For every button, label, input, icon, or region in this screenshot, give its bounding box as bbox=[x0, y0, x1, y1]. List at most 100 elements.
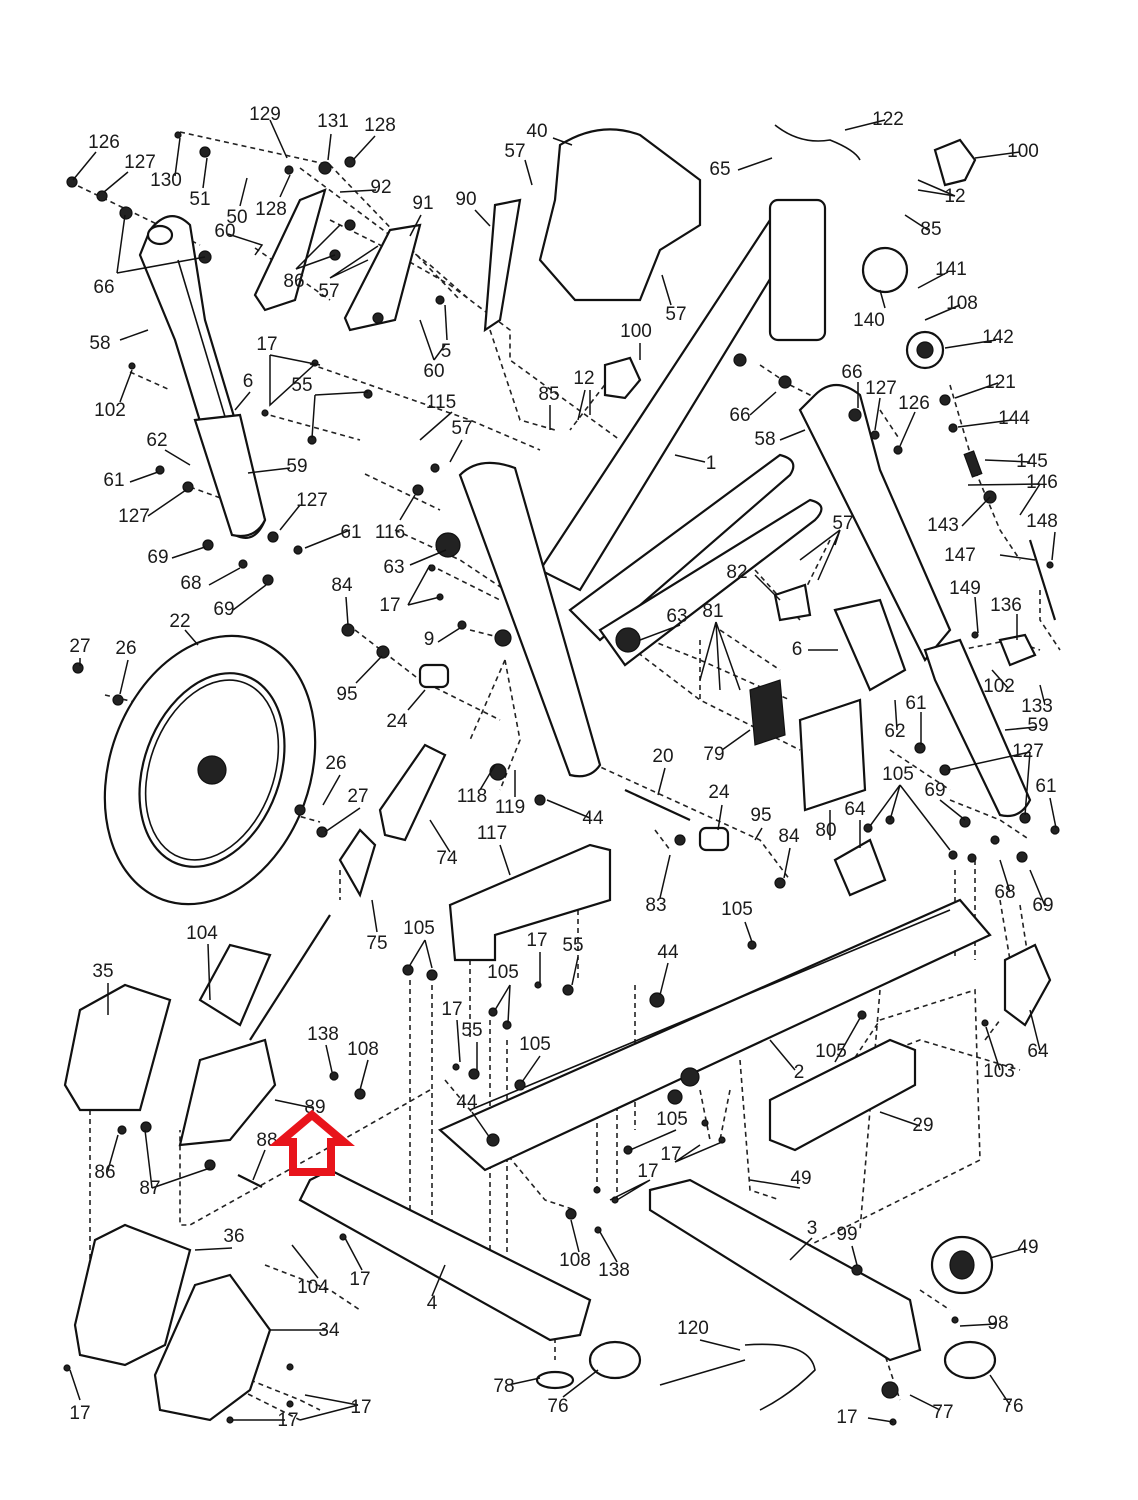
part-label-95: 95 bbox=[336, 684, 357, 705]
part-label-86: 86 bbox=[94, 1162, 115, 1183]
part-label-86: 86 bbox=[283, 271, 304, 292]
part-label-12: 12 bbox=[944, 186, 965, 207]
part-24-bushing-a bbox=[418, 663, 450, 689]
part-label-148: 148 bbox=[1026, 511, 1058, 532]
part-64-end-cap-right bbox=[1003, 943, 1052, 1027]
part-label-61: 61 bbox=[1035, 776, 1056, 797]
part-label-27: 27 bbox=[69, 636, 90, 657]
part-label-145: 145 bbox=[1016, 451, 1048, 472]
part-label-60: 60 bbox=[214, 221, 235, 242]
part-label-17: 17 bbox=[349, 1269, 370, 1290]
part-label-62: 62 bbox=[146, 430, 167, 451]
part-label-49: 49 bbox=[790, 1168, 811, 1189]
part-label-57: 57 bbox=[665, 304, 686, 325]
part-label-78: 78 bbox=[493, 1376, 514, 1397]
part-label-88: 88 bbox=[256, 1130, 277, 1151]
part-label-99: 99 bbox=[836, 1224, 857, 1245]
part-80-box bbox=[798, 698, 867, 812]
part-label-98: 98 bbox=[987, 1313, 1008, 1334]
part-label-126: 126 bbox=[88, 132, 120, 153]
part-34-cover bbox=[153, 1273, 272, 1422]
part-label-61: 61 bbox=[905, 693, 926, 714]
part-label-49: 49 bbox=[1017, 1237, 1038, 1258]
part-100-knob-mid bbox=[603, 356, 642, 400]
part-label-69: 69 bbox=[147, 547, 168, 568]
part-label-105: 105 bbox=[403, 918, 435, 939]
part-label-104: 104 bbox=[186, 923, 218, 944]
part-label-1: 1 bbox=[706, 453, 717, 474]
part-label-121: 121 bbox=[984, 372, 1016, 393]
part-label-65: 65 bbox=[709, 159, 730, 180]
part-label-3: 3 bbox=[807, 1218, 818, 1239]
part-label-108: 108 bbox=[559, 1250, 591, 1271]
part-label-116: 116 bbox=[375, 522, 405, 543]
part-label-102: 102 bbox=[94, 400, 126, 421]
part-label-75: 75 bbox=[366, 933, 387, 954]
part-label-129: 129 bbox=[249, 104, 281, 125]
part-label-55: 55 bbox=[461, 1020, 482, 1041]
part-117-guard bbox=[448, 843, 612, 962]
part-label-68: 68 bbox=[180, 573, 201, 594]
part-label-81: 81 bbox=[702, 601, 723, 622]
part-label-104: 104 bbox=[297, 1277, 329, 1298]
part-label-58: 58 bbox=[89, 333, 110, 354]
part-label-29: 29 bbox=[912, 1115, 933, 1136]
part-82-sensor bbox=[773, 583, 812, 622]
part-label-127: 127 bbox=[865, 378, 897, 399]
part-label-128: 128 bbox=[255, 199, 287, 220]
part-label-127: 127 bbox=[296, 490, 328, 511]
part-140-disc bbox=[861, 246, 909, 294]
part-label-119: 119 bbox=[495, 797, 525, 818]
part-label-91: 91 bbox=[412, 193, 433, 214]
part-label-95: 95 bbox=[750, 805, 771, 826]
part-label-147: 147 bbox=[944, 545, 976, 566]
part-label-27: 27 bbox=[347, 786, 368, 807]
part-label-128: 128 bbox=[364, 115, 396, 136]
part-label-44: 44 bbox=[582, 808, 604, 829]
part-label-66: 66 bbox=[841, 362, 862, 383]
part-label-105: 105 bbox=[721, 899, 753, 920]
highlight-arrow-icon bbox=[269, 1109, 355, 1176]
part-label-26: 26 bbox=[115, 638, 136, 659]
part-label-34: 34 bbox=[318, 1320, 340, 1341]
part-label-44: 44 bbox=[657, 942, 679, 963]
part-100-knob-top bbox=[933, 138, 977, 187]
part-label-17: 17 bbox=[256, 334, 277, 355]
part-label-17: 17 bbox=[379, 595, 400, 616]
part-label-85: 85 bbox=[538, 384, 559, 405]
part-label-127: 127 bbox=[124, 152, 156, 173]
part-label-69: 69 bbox=[213, 599, 234, 620]
part-3-front-leg bbox=[648, 1178, 922, 1362]
part-6-pad bbox=[833, 598, 907, 692]
part-label-9: 9 bbox=[424, 629, 435, 650]
part-label-76: 76 bbox=[1002, 1396, 1023, 1417]
part-75-sleeve bbox=[338, 828, 377, 898]
part-label-2: 2 bbox=[794, 1062, 805, 1083]
part-label-17: 17 bbox=[637, 1161, 658, 1182]
part-label-105: 105 bbox=[882, 764, 914, 785]
part-label-100: 100 bbox=[620, 321, 652, 342]
part-36-cover bbox=[73, 1223, 192, 1367]
part-104-bracket bbox=[198, 943, 272, 1027]
part-label-26: 26 bbox=[325, 753, 346, 774]
part-label-108: 108 bbox=[946, 293, 978, 314]
part-label-51: 51 bbox=[189, 189, 210, 210]
part-label-64: 64 bbox=[1027, 1041, 1049, 1062]
part-label-6: 6 bbox=[792, 639, 803, 660]
part-label-61: 61 bbox=[103, 470, 124, 491]
part-4-rear-leg bbox=[298, 1168, 592, 1342]
part-label-66: 66 bbox=[93, 277, 114, 298]
part-74-housing bbox=[378, 743, 447, 842]
part-label-40: 40 bbox=[526, 121, 547, 142]
part-label-5: 5 bbox=[441, 341, 452, 362]
part-79-board bbox=[749, 679, 786, 746]
part-label-17: 17 bbox=[277, 1410, 298, 1431]
part-29-cover bbox=[768, 1038, 917, 1152]
part-label-22: 22 bbox=[169, 611, 190, 632]
part-2-base bbox=[437, 898, 992, 1172]
part-label-60: 60 bbox=[423, 361, 444, 382]
part-label-66: 66 bbox=[729, 405, 750, 426]
part-label-103: 103 bbox=[983, 1061, 1015, 1082]
